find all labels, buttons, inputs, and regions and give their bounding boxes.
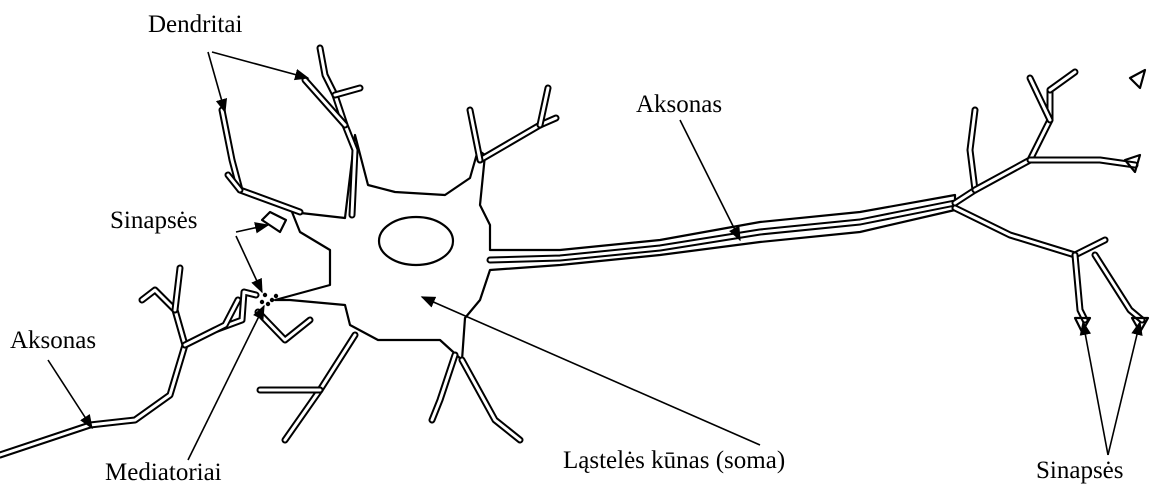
label-mediators: Mediatoriai <box>105 459 222 486</box>
cell-body-outline <box>275 135 955 360</box>
label-synapses-left: Sinapsės <box>110 207 198 234</box>
cell-processes <box>0 48 1142 455</box>
nucleus <box>379 217 453 265</box>
label-synapses-right: Sinapsės <box>1036 457 1124 484</box>
label-dendrites: Dendritai <box>148 11 242 38</box>
label-axon-main: Aksonas <box>636 91 722 118</box>
label-axon-left: Aksonas <box>10 327 96 354</box>
label-cell-body: Ląstelės kūnas (soma) <box>563 447 785 474</box>
